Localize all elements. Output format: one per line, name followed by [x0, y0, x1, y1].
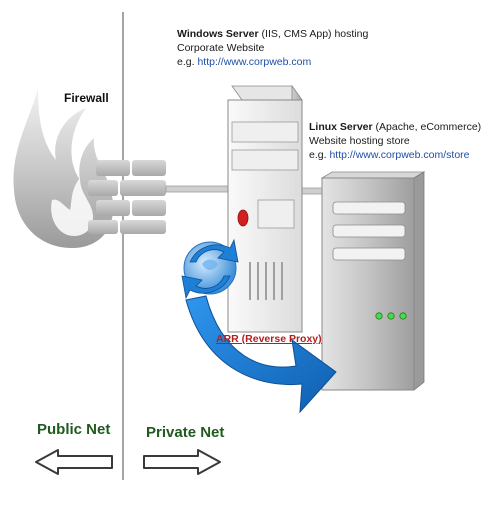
firewall-flame-icon: [13, 88, 114, 248]
firewall-brick-icon: [88, 160, 166, 234]
windows-server-detail: (IIS, CMS App) hosting: [258, 28, 369, 40]
firewall-label: Firewall: [64, 91, 109, 105]
public-net-label: Public Net: [37, 421, 111, 438]
windows-server-url[interactable]: http://www.corpweb.com: [197, 56, 312, 68]
windows-server-caption: Windows Server (IIS, CMS App) hosting: [177, 28, 368, 41]
linux-server-url[interactable]: http://www.corpweb.com/store: [329, 149, 470, 161]
linux-server-icon: [320, 171, 426, 391]
linux-server-description: Website hosting store: [309, 135, 410, 147]
windows-server-example: e.g. http://www.corpweb.com: [177, 56, 311, 69]
public-net-arrow-icon: [35, 449, 113, 475]
windows-server-icon: [227, 84, 303, 333]
windows-server-name: Windows Server: [177, 28, 259, 40]
reverse-proxy-label: ARR (Reverse Proxy): [216, 333, 322, 345]
private-net-label: Private Net: [146, 424, 225, 441]
private-net-arrow-icon: [143, 449, 221, 475]
windows-server-description: Corporate Website: [177, 42, 265, 54]
linux-server-example: e.g. http://www.corpweb.com/store: [309, 149, 470, 162]
proxy-forward-arrow-icon: [185, 295, 337, 414]
reverse-proxy-refresh-icon: [181, 238, 239, 300]
linux-server-example-prefix: e.g.: [309, 149, 330, 161]
windows-server-example-prefix: e.g.: [177, 56, 198, 68]
linux-server-name: Linux Server: [309, 121, 373, 133]
linux-server-detail: (Apache, eCommerce): [372, 121, 482, 133]
linux-server-caption: Linux Server (Apache, eCommerce): [309, 121, 481, 134]
status-led-icon: [375, 312, 407, 320]
